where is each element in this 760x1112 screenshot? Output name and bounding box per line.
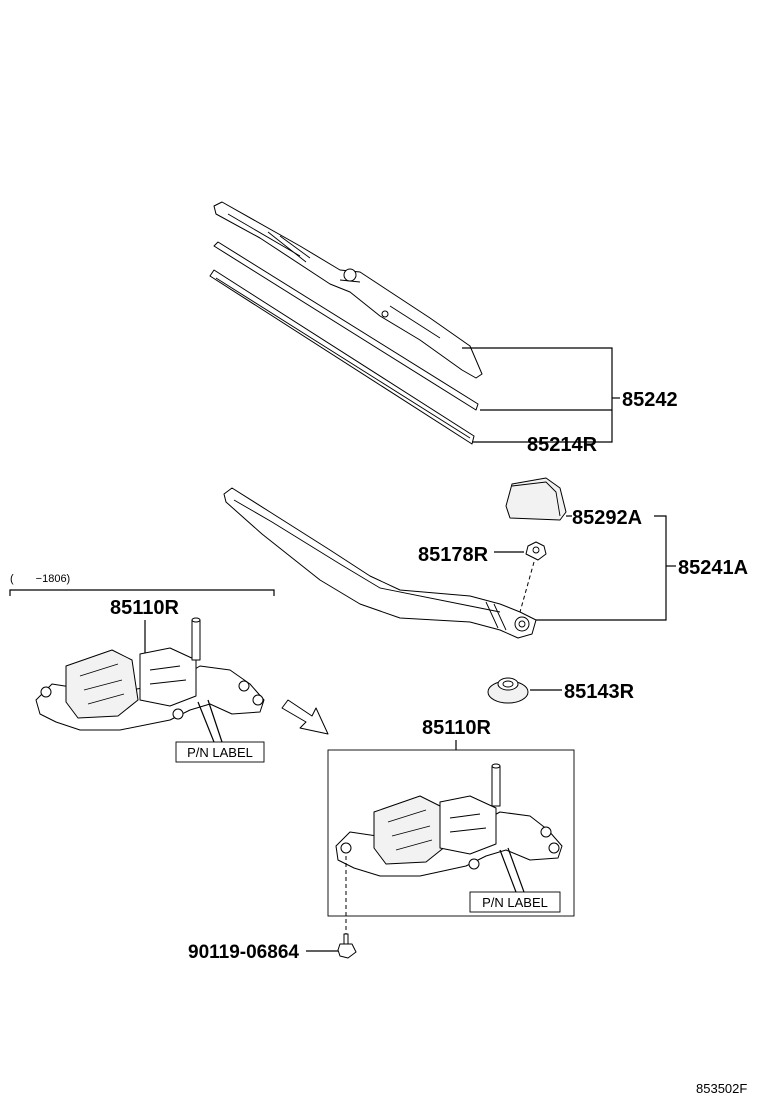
wiper-blade[interactable]: [213, 201, 483, 379]
label-85110R-old[interactable]: 85110R: [110, 597, 180, 619]
wiper-motor-new[interactable]: [335, 763, 563, 877]
label-85292A[interactable]: 85292A: [572, 507, 642, 529]
label-90119-06864[interactable]: 90119-06864: [188, 942, 299, 963]
pn-label-old: P/N LABEL: [187, 745, 253, 760]
wiper-motor-old[interactable]: [35, 617, 265, 731]
blade-rubber-upper[interactable]: [213, 241, 479, 411]
bolt[interactable]: [337, 933, 357, 959]
grommet[interactable]: [487, 677, 529, 704]
arm-cap[interactable]: [505, 477, 567, 521]
arrow-icon: [281, 699, 329, 735]
label-85214R[interactable]: 85214R: [527, 434, 598, 456]
label-85178R[interactable]: 85178R: [418, 544, 489, 566]
arm-nut[interactable]: [525, 541, 547, 561]
label-85242[interactable]: 85242: [622, 389, 678, 411]
pn-label-new: P/N LABEL: [482, 895, 548, 910]
label-85241A[interactable]: 85241A: [678, 557, 748, 579]
date-range: ( −1806): [10, 573, 70, 585]
label-85110R-new[interactable]: 85110R: [422, 717, 492, 739]
wiper-arm[interactable]: [223, 487, 537, 639]
label-85143R[interactable]: 85143R: [564, 681, 635, 703]
diagram-ref-number: 853502F: [696, 1081, 747, 1096]
blade-rubber-lower[interactable]: [209, 269, 475, 445]
